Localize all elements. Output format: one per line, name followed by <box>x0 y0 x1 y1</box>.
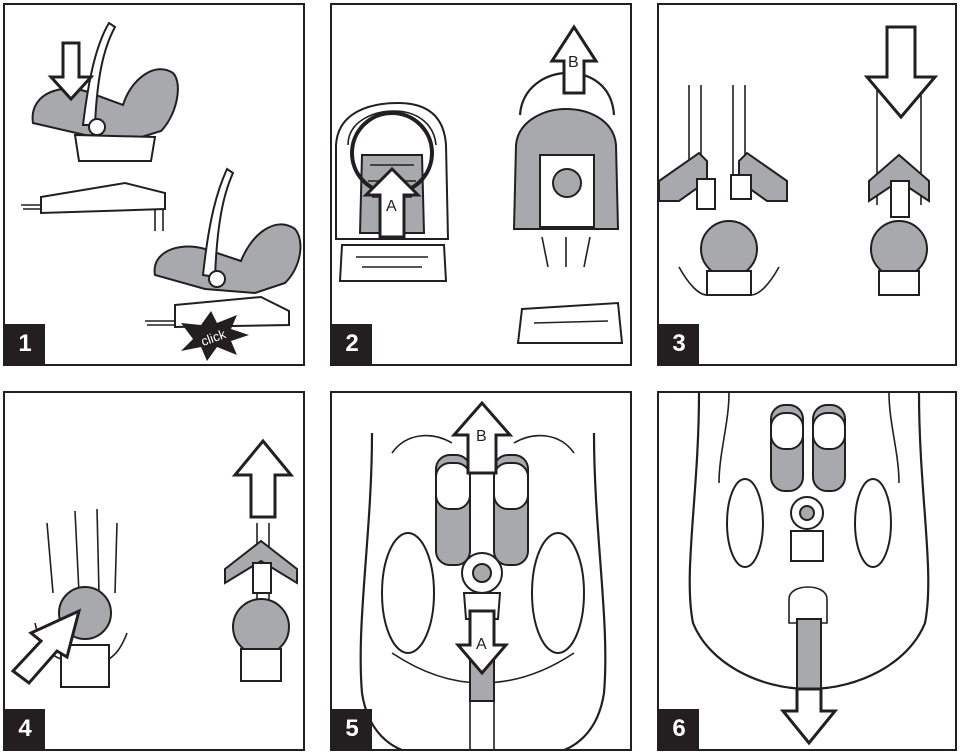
buckle-left <box>700 220 758 278</box>
callout-b: B <box>568 54 579 71</box>
buckle-tongues-joined <box>868 153 930 203</box>
press-arrow <box>10 608 82 686</box>
carrier-base-top <box>73 133 157 162</box>
step-number: 4 <box>5 709 45 749</box>
step-number: 1 <box>5 324 45 364</box>
step-2-panel: A B 2 <box>330 3 632 366</box>
step-4-illustration <box>10 438 298 688</box>
step-3-panel: 3 <box>657 3 957 366</box>
crotch-strap <box>796 618 822 690</box>
step-2-illustration: A B <box>335 24 624 344</box>
step-number: 5 <box>332 709 372 749</box>
step-3-illustration <box>659 25 939 296</box>
buckle-tongues <box>224 539 298 585</box>
step-5-panel: B A 5 <box>330 391 632 751</box>
step-1-panel: click 1 <box>3 3 305 366</box>
up-arrow-b <box>549 24 599 95</box>
isofix-base-1 <box>40 181 166 215</box>
down-arrow-a <box>454 609 510 676</box>
carrier-handle-2 <box>201 167 235 279</box>
step-6-illustration <box>688 393 930 746</box>
step-number: 6 <box>659 709 699 749</box>
callout-b: B <box>476 428 487 445</box>
step-6-panel: 6 <box>657 391 957 751</box>
step-1-illustration: click <box>21 21 302 361</box>
step-number: 2 <box>332 324 372 364</box>
down-arrow <box>47 41 95 102</box>
carrier-shell-2 <box>153 223 302 295</box>
down-arrow <box>779 687 839 746</box>
carrier-shell <box>31 68 179 141</box>
step-number: 3 <box>659 324 699 364</box>
buckle-right <box>870 220 928 278</box>
handle-pivot <box>88 118 106 136</box>
up-arrow <box>231 438 295 519</box>
carrier-handle <box>81 21 117 126</box>
click-burst <box>181 311 249 361</box>
callout-a: A <box>386 198 397 215</box>
isofix-base-2 <box>174 295 290 329</box>
up-arrow-b <box>450 400 514 475</box>
step-5-illustration: B A <box>359 400 607 749</box>
up-arrow-a <box>362 166 422 239</box>
step-4-panel: 4 <box>3 391 305 751</box>
down-arrow <box>863 25 939 120</box>
callout-a: A <box>476 636 487 653</box>
